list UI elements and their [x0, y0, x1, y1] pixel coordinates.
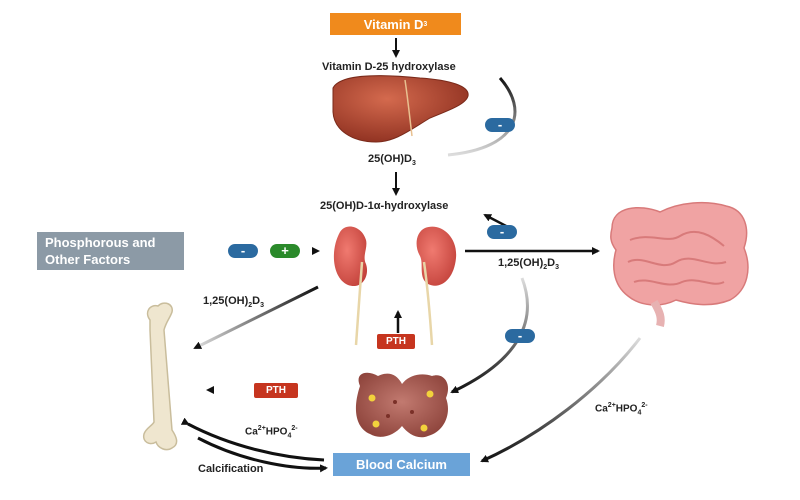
ca-left-pre: Ca — [245, 426, 258, 438]
calcitriol-right-sub1: 2 — [543, 264, 548, 272]
parathyroid-illustration — [355, 372, 449, 438]
phosphorous-factors-box: Phosphorous and Other Factors — [37, 232, 184, 270]
calcitriol-right-sub2: 3 — [555, 264, 560, 272]
label-ca-hpo4-bone: Ca2+HPO42- — [245, 425, 298, 439]
label-vitamin-d-25-hydroxylase: Vitamin D-25 hydroxylase — [322, 61, 456, 73]
inhibit-badge-parathyroid: - — [505, 329, 535, 343]
kidneys-illustration — [333, 226, 457, 346]
ca-right-mid: HPO — [615, 403, 638, 415]
label-calcitriol-intestine: 1,25(OH)2D3 — [498, 257, 559, 271]
arrow-bone-to-calcium — [197, 436, 328, 473]
calcitriol-left-pre: 1,25(OH) — [203, 295, 249, 307]
ca-right-sup1: 2+ — [607, 402, 616, 409]
arrow-calcium-to-bone — [180, 417, 325, 462]
calcitriol-left-mid: D — [252, 295, 261, 307]
ca-left-sup1: 2+ — [257, 425, 266, 432]
phosphorous-line-2: Other Factors — [45, 252, 131, 267]
inhibit-badge-hydroxylase: - — [487, 225, 517, 239]
intestine-illustration — [610, 201, 749, 327]
vitamin-d3-subscript: 3 — [423, 20, 428, 28]
pth-badge-left: PTH — [254, 383, 298, 398]
arrow-kidney-to-bone — [193, 285, 319, 350]
ca-right-sup2: 2- — [641, 402, 648, 409]
calcitriol-right-mid: D — [547, 257, 556, 269]
arrow-intestine-to-calcium — [480, 337, 642, 463]
ca-left-mid: HPO — [265, 426, 288, 438]
calcitriol-right-pre: 1,25(OH) — [498, 257, 544, 269]
ca-left-sub: 4 — [287, 432, 292, 440]
liver-illustration — [332, 75, 469, 143]
phosphorous-line-1: Phosphorous and — [45, 235, 156, 250]
calcitriol-left-sub2: 3 — [260, 302, 265, 310]
bone-illustration — [142, 302, 178, 451]
blood-calcium-box: Blood Calcium — [333, 453, 470, 476]
ca-left-sup2: 2- — [291, 425, 298, 432]
calcitriol-left-sub1: 2 — [248, 302, 253, 310]
label-ca-hpo4-intestine: Ca2+HPO42- — [595, 402, 648, 416]
label-calcification: Calcification — [198, 463, 264, 475]
label-25ohd3-subscript: 3 — [412, 160, 416, 168]
inhibit-badge-liver: - — [485, 118, 515, 132]
stimulate-badge-factors: + — [270, 244, 300, 258]
label-1-alpha-hydroxylase: 25(OH)D-1α-hydroxylase — [320, 200, 449, 212]
inhibit-badge-factors: - — [228, 244, 258, 258]
label-25ohd3-main: 25(OH)D — [368, 153, 413, 165]
label-calcitriol-bone: 1,25(OH)2D3 — [203, 295, 264, 309]
ca-right-pre: Ca — [595, 403, 608, 415]
ca-right-sub: 4 — [637, 409, 642, 417]
vitamin-d3-text: Vitamin D — [363, 16, 424, 32]
pth-badge-up: PTH — [377, 334, 415, 349]
label-25ohd3: 25(OH)D3 — [368, 153, 416, 167]
